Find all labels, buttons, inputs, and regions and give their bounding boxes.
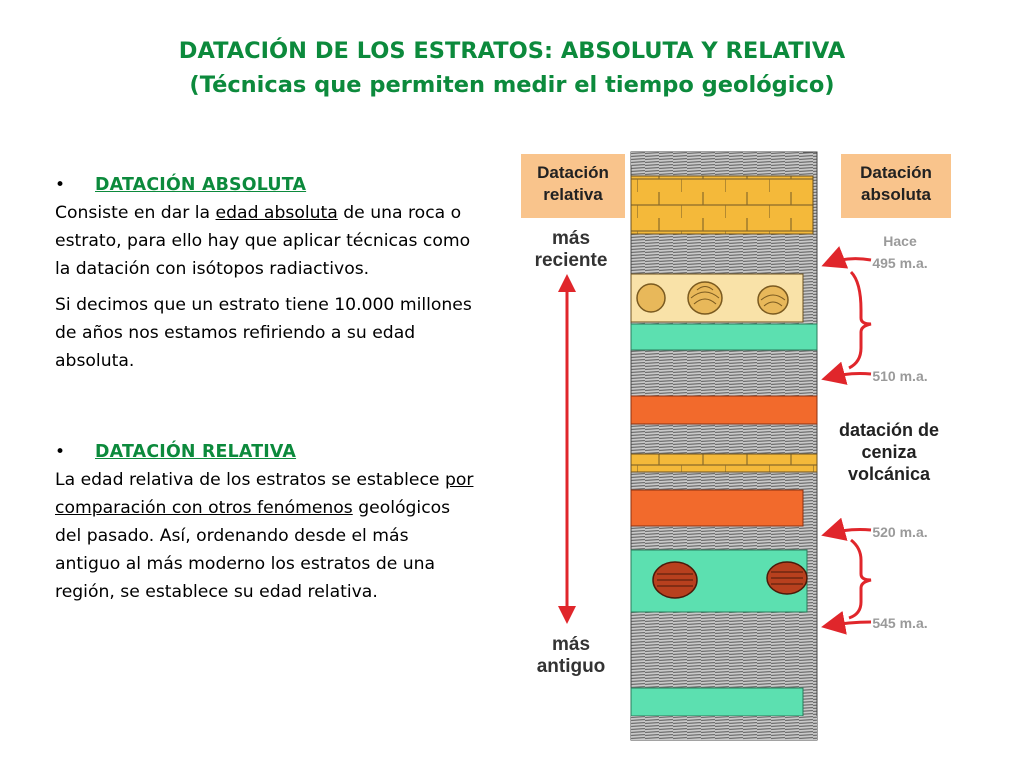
title-line-2: (Técnicas que permiten medir el tiempo g… <box>189 72 835 98</box>
heading-absoluta: DATACIÓN ABSOLUTA <box>95 175 307 195</box>
age-495: 495 m.a. <box>872 255 927 271</box>
stratum-volcanic-ash-1 <box>630 395 818 425</box>
label-ceniza-3: volcánica <box>848 464 931 484</box>
stratum-teal-1 <box>630 323 818 351</box>
label-mas-reciente-2: reciente <box>535 250 608 271</box>
underlined-term: por comparación con otros fenómenos <box>55 470 474 518</box>
arrow-left-icon <box>821 610 872 635</box>
strata-diagram: Datación relativa Datación absoluta más … <box>521 151 951 741</box>
text-run: de una roca o estrato, para ello hay que… <box>55 203 471 279</box>
title-line-1: DATACIÓN DE LOS ESTRATOS: ABSOLUTA Y REL… <box>178 38 846 64</box>
text-run: Consiste en dar la <box>55 203 216 223</box>
box-absoluta-line-2: absoluta <box>861 185 931 204</box>
arrow-down-icon <box>558 606 576 624</box>
section-relativa: • DATACIÓN RELATIVA La edad relativa de … <box>55 438 475 614</box>
stratum-sandstone <box>630 175 814 235</box>
shell-fossil-icon <box>636 281 789 315</box>
label-hace: Hace <box>883 233 917 249</box>
underlined-term: edad absoluta <box>215 203 338 223</box>
label-mas-antiguo-1: más <box>552 634 590 655</box>
arrow-left-icon <box>821 246 872 269</box>
box-absoluta-line-1: Datación <box>860 163 932 182</box>
box-relativa-line-1: Datación <box>537 163 609 182</box>
box-relativa-line-2: relativa <box>543 185 603 204</box>
dating-arrows <box>821 246 872 635</box>
label-mas-antiguo-2: antiguo <box>537 656 606 677</box>
age-520: 520 m.a. <box>872 524 927 540</box>
heading-row-absoluta: • DATACIÓN ABSOLUTA <box>55 171 475 199</box>
box-relativa <box>521 154 625 218</box>
paragraph-relativa-1: La edad relativa de los estratos se esta… <box>55 466 475 606</box>
text-run: La edad relativa de los estratos se esta… <box>55 470 445 490</box>
bullet-icon: • <box>55 442 66 462</box>
paragraph-absoluta-1: Consiste en dar la edad absoluta de una … <box>55 199 475 283</box>
box-absoluta <box>841 154 951 218</box>
label-ceniza-2: ceniza <box>861 442 917 462</box>
strata-column <box>630 151 818 741</box>
arrow-left-icon <box>821 361 872 385</box>
section-absoluta: • DATACIÓN ABSOLUTA Consiste en dar la e… <box>55 171 475 383</box>
stratum-volcanic-ash-2 <box>630 489 804 527</box>
stratum-sandstone-thin <box>630 453 818 473</box>
paragraph-absoluta-2: Si decimos que un estrato tiene 10.000 m… <box>55 295 472 371</box>
trilobite-fossil-icon <box>652 561 808 599</box>
label-mas-reciente-1: más <box>552 228 590 249</box>
age-545: 545 m.a. <box>872 615 927 631</box>
arrow-left-icon <box>821 517 872 541</box>
bullet-icon: • <box>55 175 66 195</box>
age-510: 510 m.a. <box>872 368 927 384</box>
stratum-teal-2 <box>630 687 804 717</box>
heading-row-relativa: • DATACIÓN RELATIVA <box>55 438 475 466</box>
label-ceniza-1: datación de <box>839 420 939 440</box>
page-title: DATACIÓN DE LOS ESTRATOS: ABSOLUTA Y REL… <box>0 34 1024 102</box>
arrow-up-icon <box>558 274 576 292</box>
text-run: geológicos del pasado. Así, ordenando de… <box>55 498 451 602</box>
heading-relativa: DATACIÓN RELATIVA <box>95 442 297 462</box>
